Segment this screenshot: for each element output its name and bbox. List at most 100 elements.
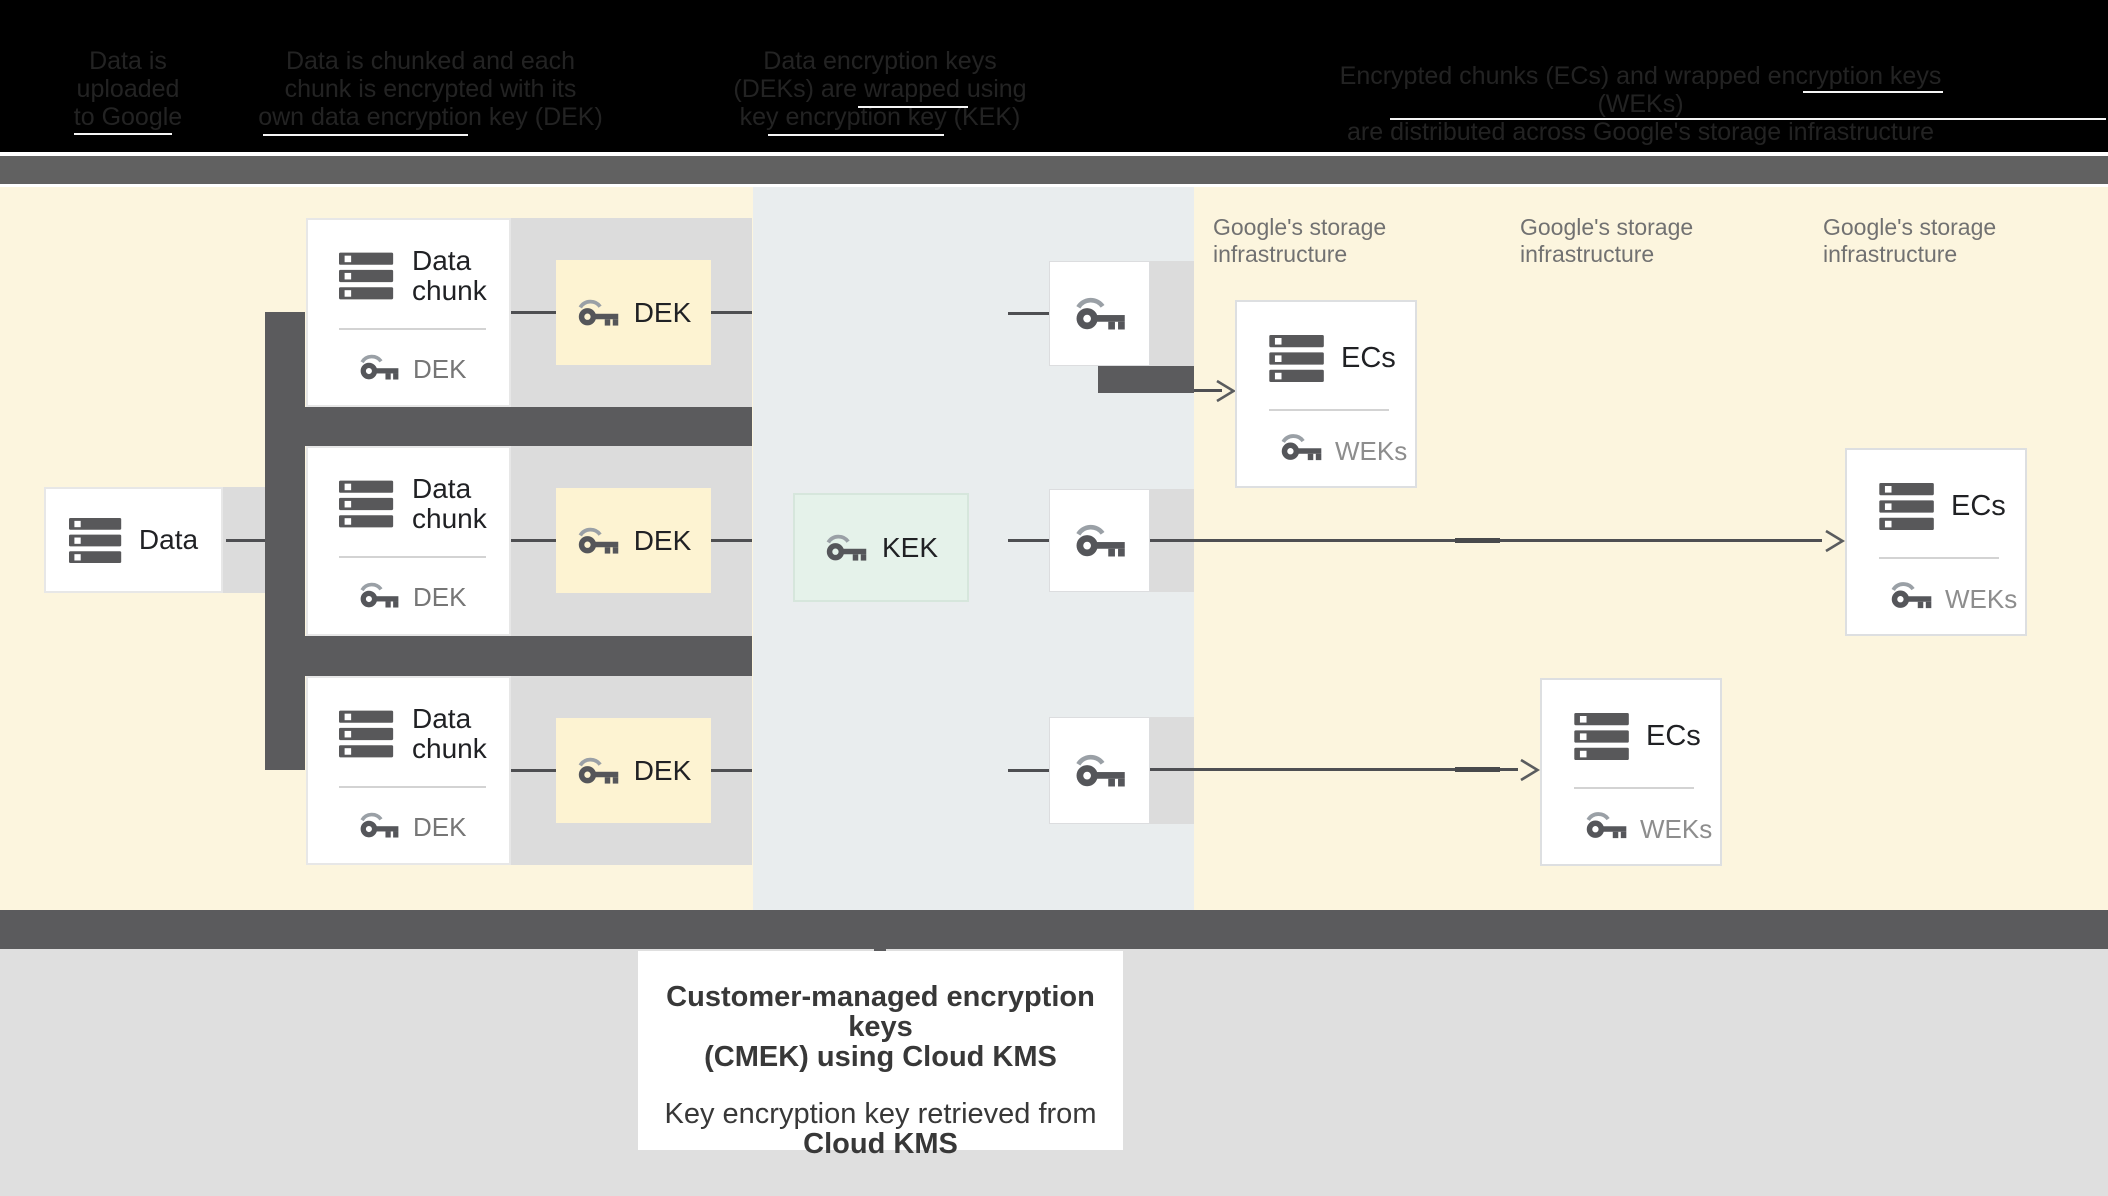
chunk-title: Data chunk — [412, 704, 487, 764]
line-dek1-out — [711, 311, 752, 314]
line-dek3-out — [711, 769, 752, 772]
arrowhead-ecs3-icon — [1520, 758, 1540, 782]
chunk-divider — [339, 556, 486, 558]
trunk-connector — [265, 312, 305, 770]
header-step-2: Data is chunked and each chunk is encryp… — [258, 47, 603, 131]
line-kms-key1 — [1008, 312, 1049, 315]
header-step-3: Data encryption keys (DEKs) are wrapped … — [730, 47, 1030, 131]
database-icon — [1879, 483, 1934, 530]
elbow-key1 — [1098, 366, 1194, 393]
chunk-title: Data chunk — [412, 246, 487, 306]
chunk-title-line1: Data — [412, 703, 472, 734]
weks-label: WEKs — [1640, 814, 1713, 844]
header-step-1: Data is uploaded to Google — [58, 47, 198, 131]
header-underline-1 — [74, 133, 172, 135]
caption-line4: Cloud KMS — [803, 1128, 958, 1160]
kek-box-label: KEK — [881, 531, 939, 563]
key-icon — [1281, 434, 1322, 461]
chunk-divider — [339, 786, 486, 788]
dek-box-3: DEK — [556, 718, 711, 823]
caption-spacer — [638, 1072, 1123, 1099]
storage-label-line1: Google's storage — [1213, 214, 1387, 240]
header-step-3-line2: (DEKs) are wrapped using — [733, 75, 1027, 103]
header-step-3-line1: Data encryption keys — [763, 47, 997, 75]
top-gray-band — [0, 156, 2108, 184]
ecs-label: ECs — [1646, 720, 1701, 752]
line-data-to-trunk — [226, 539, 265, 542]
key-icon — [826, 534, 867, 561]
chunk-title-line1: Data — [412, 245, 472, 276]
storage-label-line2: infrastructure — [1213, 241, 1348, 267]
caption-line1: Customer-managed encryption keys — [666, 981, 1095, 1043]
line-chunk3-dek3 — [511, 769, 556, 772]
header-underline-3 — [858, 106, 968, 108]
ecs-label: ECs — [1951, 490, 2006, 522]
kms-key-box-3 — [1049, 717, 1150, 824]
caption-box: Customer-managed encryption keys (CMEK) … — [638, 951, 1123, 1159]
weks-label: WEKs — [1945, 584, 2018, 614]
database-icon — [1269, 335, 1324, 382]
dek-box-label: DEK — [633, 296, 692, 328]
caption-line3: Key encryption key retrieved from — [664, 1098, 1097, 1130]
data-chunk-box-1: Data chunk DEK — [306, 218, 511, 407]
header-step-4-line2: are distributed across Google's storage … — [1347, 118, 1934, 146]
storage-label-line1: Google's storage — [1520, 214, 1694, 240]
header-step-1-line2: uploaded — [76, 75, 180, 103]
ecs-divider — [1879, 557, 1999, 559]
storage-label-3: Google's storage infrastructure — [1823, 214, 1996, 268]
caption-line2: (CMEK) using Cloud KMS — [704, 1041, 1057, 1073]
database-icon — [339, 710, 394, 758]
key-icon — [360, 582, 399, 608]
dek-box-label: DEK — [633, 754, 692, 786]
chunk-title-line2: chunk — [412, 503, 487, 534]
header-step-2-line3: own data encryption key (DEK) — [258, 103, 603, 131]
database-icon — [339, 252, 394, 300]
chunk-dek-label: DEK — [413, 812, 467, 842]
data-chunk-box-3: Data chunk DEK — [306, 676, 511, 865]
header-step-4: Encrypted chunks (ECs) and wrapped encry… — [1318, 62, 1963, 146]
database-icon — [68, 517, 122, 563]
chunk-dek-label: DEK — [413, 354, 467, 384]
ecs-divider — [1574, 787, 1694, 789]
key-icon — [578, 299, 618, 326]
ecs-box-1: ECs WEKs — [1235, 300, 1417, 488]
key-icon — [578, 757, 618, 784]
header-underline-5 — [1803, 91, 1943, 93]
dek-box-1: DEK — [556, 260, 711, 365]
line-kek-key2 — [1008, 539, 1049, 542]
row-gap-connector-1 — [265, 407, 752, 446]
key-icon — [1586, 812, 1627, 839]
database-icon — [339, 480, 394, 528]
line-chunk2-dek2 — [511, 539, 556, 542]
chunk-divider — [339, 328, 486, 330]
kms-key-box-1 — [1049, 261, 1150, 366]
row-gap-connector-2 — [265, 636, 752, 676]
ecs-divider — [1269, 409, 1389, 411]
header-step-1-line1: Data is — [89, 47, 167, 75]
data-box-label: Data — [138, 524, 199, 555]
kek-box: KEK — [793, 493, 969, 602]
arrow-line-ecs1 — [1194, 389, 1222, 392]
ecs-box-3: ECs WEKs — [1540, 678, 1722, 866]
header-underline-6 — [1390, 118, 2106, 120]
storage-label-line2: infrastructure — [1520, 241, 1655, 267]
arrow-overlap-ecs2 — [1455, 538, 1500, 543]
key-icon — [1075, 754, 1125, 787]
key-icon — [1075, 297, 1125, 330]
header-step-4-line1: Encrypted chunks (ECs) and wrapped encry… — [1339, 62, 1942, 118]
key-icon — [360, 812, 399, 838]
data-box: Data — [44, 487, 223, 593]
kms-key-box-2 — [1049, 489, 1150, 592]
header-underline-2 — [263, 134, 468, 136]
storage-label-1: Google's storage infrastructure — [1213, 214, 1386, 268]
data-chunk-box-2: Data chunk DEK — [306, 446, 511, 636]
arrow-line-ecs3 — [1150, 768, 1518, 771]
ecs-label: ECs — [1341, 342, 1396, 374]
bottom-dark-band — [0, 910, 2108, 949]
chunk-title-line1: Data — [412, 473, 472, 504]
arrowhead-ecs1-icon — [1216, 379, 1236, 403]
line-kms-key3 — [1008, 769, 1049, 772]
header-step-2-line1: Data is chunked and each — [285, 47, 576, 75]
chunk-title-line2: chunk — [412, 733, 487, 764]
